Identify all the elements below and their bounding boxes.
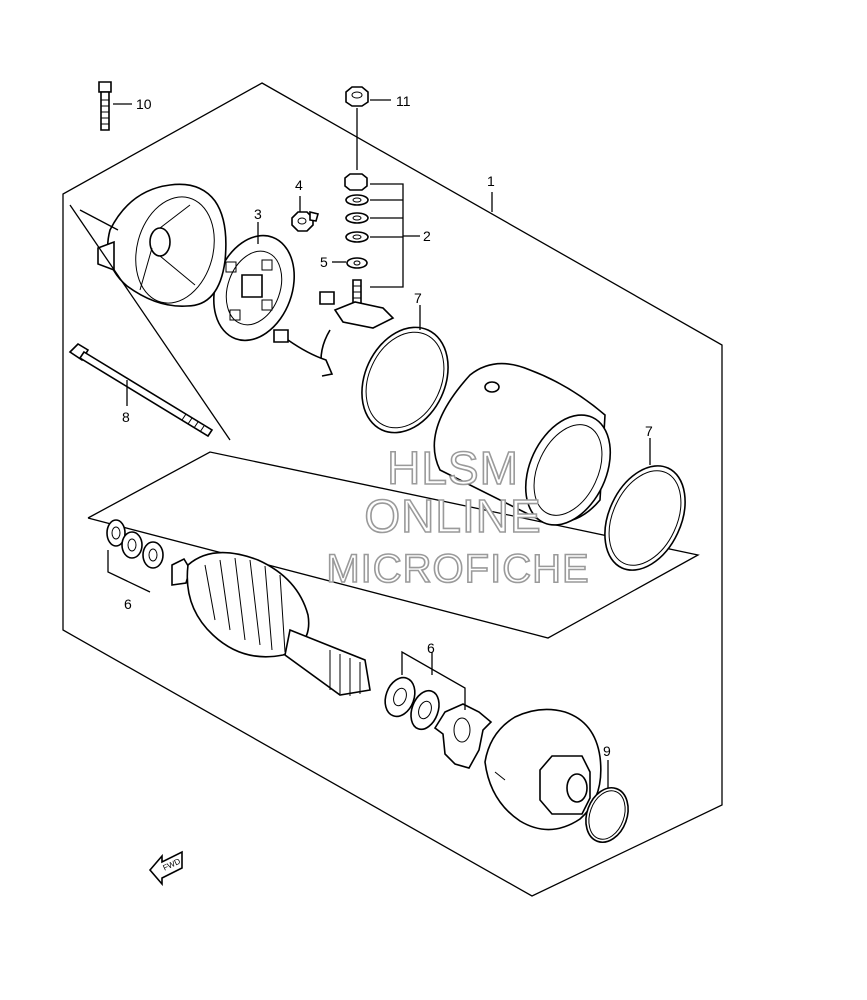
callout-7-lower: 7	[645, 423, 653, 439]
bolt-10[interactable]	[98, 81, 112, 131]
watermark-line-3: MICROFICHE	[326, 547, 589, 591]
callout-6-left: 6	[124, 596, 132, 612]
callout-11: 11	[396, 93, 411, 109]
terminal-brush-plate[interactable]	[273, 279, 395, 377]
rear-end-cover[interactable]	[97, 183, 227, 312]
callout-3: 3	[254, 206, 262, 222]
callout-2: 2	[423, 228, 431, 244]
washer-5[interactable]	[346, 257, 368, 269]
section-divider	[87, 451, 700, 639]
nut-washer-stack-2[interactable]	[344, 173, 369, 243]
front-bracket[interactable]	[484, 708, 602, 831]
callout-10: 10	[136, 96, 152, 112]
callout-6-right: 6	[427, 640, 435, 656]
watermark-line-1: HLSM	[387, 442, 519, 494]
washer-set-6-left[interactable]	[106, 519, 164, 569]
callout-4: 4	[295, 177, 303, 193]
leader-6-left	[107, 550, 151, 593]
yoke-housing[interactable]	[433, 362, 627, 539]
through-bolt-8[interactable]	[68, 342, 214, 438]
fwd-arrow-icon: FWD	[148, 850, 183, 887]
watermark-line-2: ONLINE	[364, 490, 541, 542]
o-ring-9[interactable]	[579, 782, 636, 848]
callout-8: 8	[122, 409, 130, 425]
washer-set-6-right[interactable]	[380, 673, 493, 769]
leader-6-right	[401, 650, 466, 710]
cover-guide-2	[79, 209, 119, 231]
nut-11[interactable]	[345, 86, 369, 107]
o-ring-7-upper[interactable]	[346, 313, 465, 447]
assembly-boundary	[62, 82, 723, 897]
cover-guide-1	[69, 204, 231, 441]
callout-1: 1	[487, 173, 495, 189]
nut-4[interactable]	[291, 210, 319, 232]
o-ring-7-lower[interactable]	[589, 453, 701, 583]
callout-9: 9	[603, 743, 611, 759]
armature[interactable]	[171, 551, 371, 696]
callout-5: 5	[320, 254, 328, 270]
callout-7-upper: 7	[414, 290, 422, 306]
